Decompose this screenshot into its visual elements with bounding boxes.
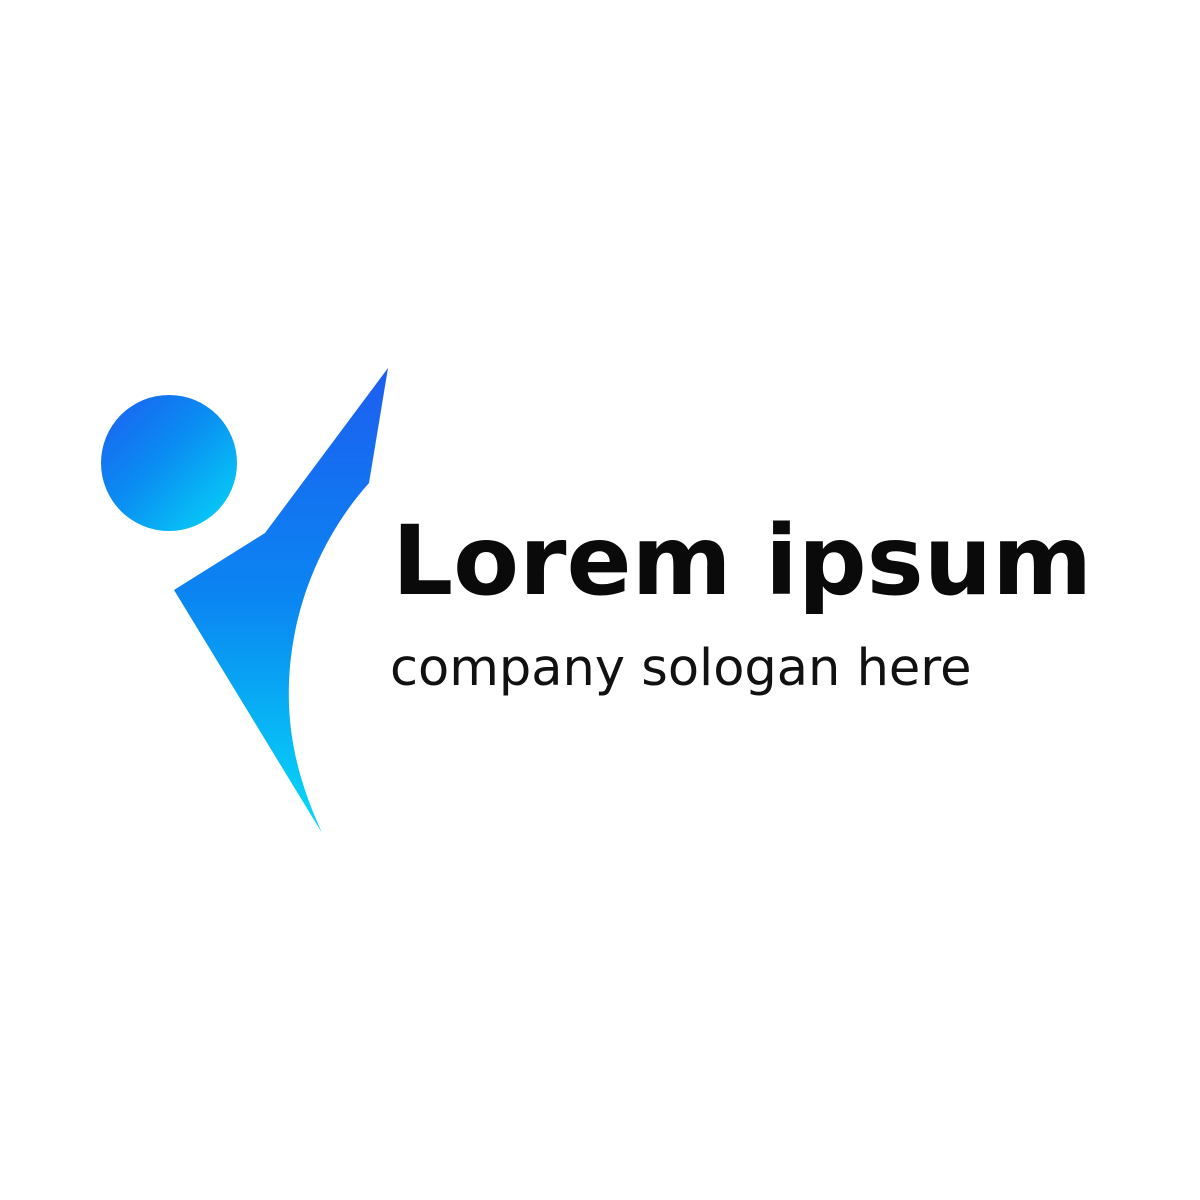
figure-body (174, 368, 388, 833)
company-slogan: company sologan here (390, 639, 972, 698)
figure-head (101, 395, 237, 531)
brand-name: Lorem ipsum (392, 505, 1093, 617)
